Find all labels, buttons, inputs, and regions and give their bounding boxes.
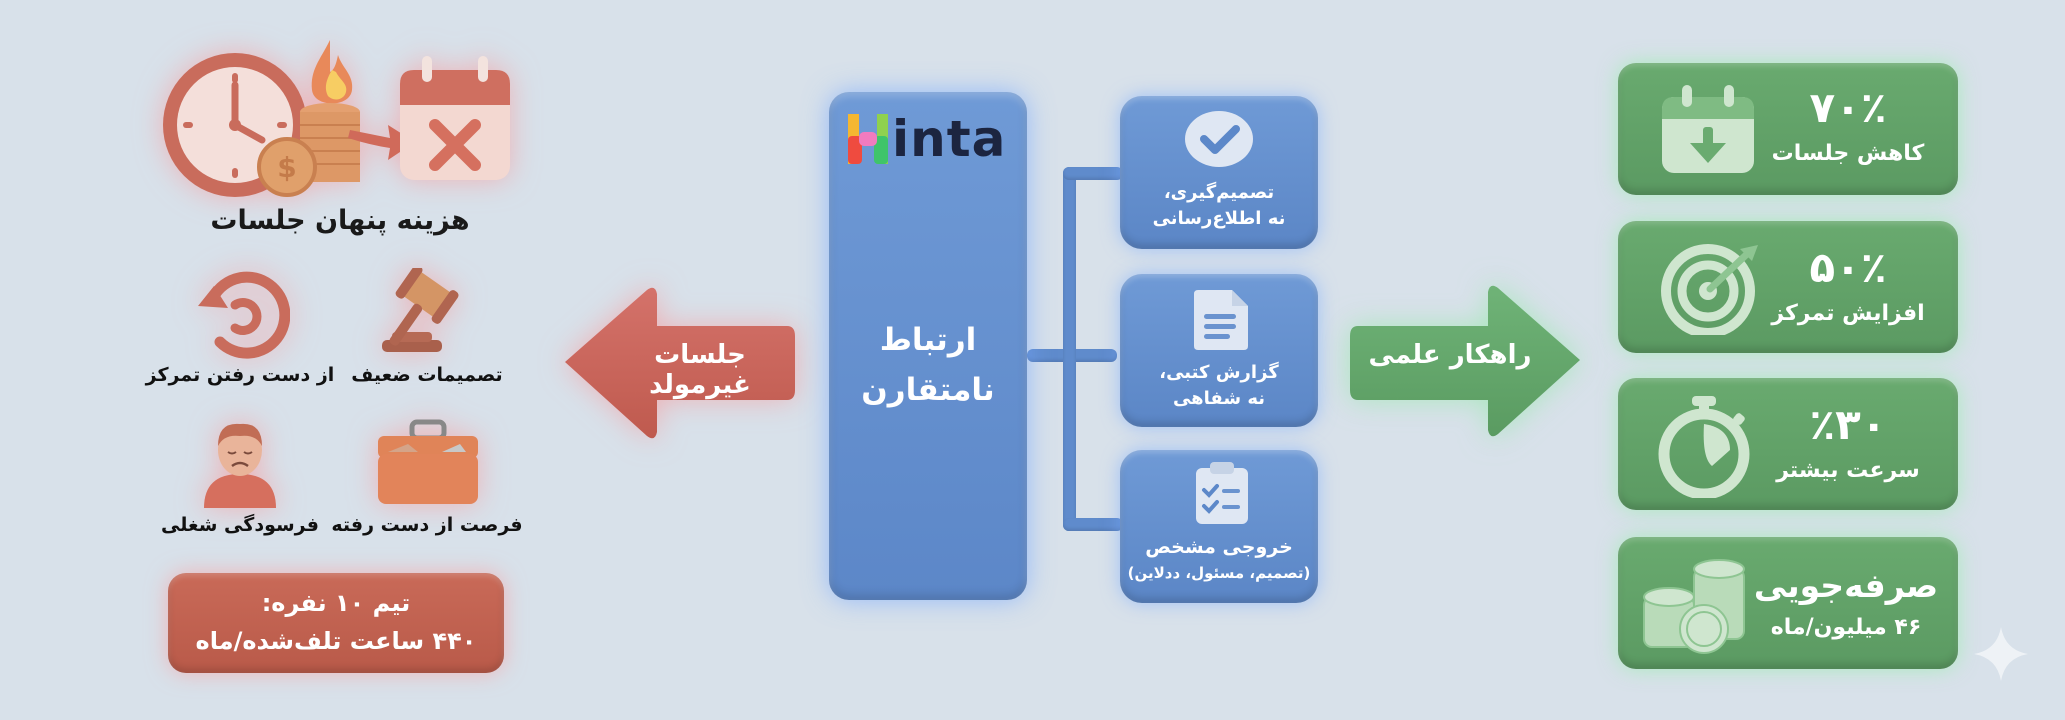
result-value-speed: ٪۳۰: [1809, 400, 1887, 449]
feature-text-clear-output: خروجی مشخص (تصمیم، مسئول، ددلاین): [1127, 536, 1311, 582]
team-cost-box: تیم ۱۰ نفره: ۴۴۰ ساعت تلف‌شده/ماه: [168, 573, 504, 673]
core-title: ارتباط نامتقارن: [829, 315, 1027, 415]
connector-vertical: [1063, 167, 1076, 531]
arrow-right-icon: [348, 125, 415, 160]
core-box: [829, 92, 1027, 600]
tired-person-icon: [204, 423, 276, 508]
result-value-savings: صرفه‌جویی: [1753, 566, 1939, 605]
connector-top: [1063, 167, 1123, 180]
arrow-left-icon: [565, 287, 795, 439]
issue-label-lost-focus: از دست رفتن تمرکز: [145, 364, 335, 386]
checklist-clipboard-icon: [1196, 462, 1248, 524]
feature-text-written: گزارش کتبی، نه شفاهی: [1159, 362, 1279, 409]
hinta-logo: inta: [848, 110, 1006, 168]
result-value-fewer-meetings: ۷۰٪: [1809, 83, 1887, 132]
sparkle-icon: [1974, 627, 2028, 681]
issue-label-missed-opportunity: فرصت از دست رفته: [331, 514, 523, 536]
scientific-solution-label: راهکار علمی: [1368, 340, 1532, 370]
calendar-cancel-icon: [400, 56, 510, 180]
open-briefcase-icon: [378, 419, 478, 504]
issue-label-weak-decisions: تصمیمات ضعیف: [351, 364, 503, 386]
svg-text:$: $: [277, 151, 296, 184]
result-label-speed: سرعت بیشتر: [1776, 458, 1920, 483]
unproductive-meetings-label: جلسات غیرمولد: [649, 340, 751, 400]
feature-card-written-report: گزارش کتبی، نه شفاهی: [1120, 274, 1318, 427]
core-title-line2: نامتقارن: [861, 372, 995, 408]
team-cost-line2: ۴۴۰ ساعت تلف‌شده/ماه: [195, 627, 477, 655]
result-label-savings: ۴۶ میلیون/ماه: [1770, 615, 1922, 640]
calendar-down-icon: [1662, 85, 1754, 173]
result-label-fewer-meetings: کاهش جلسات: [1771, 141, 1925, 166]
result-card-focus: ۵۰٪ افزایش تمرکز: [1618, 221, 1958, 353]
result-value-focus: ۵۰٪: [1809, 243, 1887, 292]
coin-stacks-icon: [1643, 559, 1745, 654]
undo-circle-icon: [198, 271, 290, 359]
hinta-logo-mark-icon: [848, 114, 888, 164]
result-card-fewer-meetings: ۷۰٪ کاهش جلسات: [1618, 63, 1958, 195]
issue-label-burnout: فرسودگی شغلی: [161, 514, 319, 536]
team-cost-line1: تیم ۱۰ نفره:: [261, 589, 411, 617]
gavel-icon: [382, 268, 459, 352]
result-card-speed: ٪۳۰ سرعت بیشتر: [1618, 378, 1958, 510]
feature-text-decision: تصمیم‌گیری، نه اطلاع‌رسانی: [1152, 182, 1286, 229]
result-label-focus: افزایش تمرکز: [1771, 301, 1925, 326]
core-title-line1: ارتباط: [879, 322, 977, 358]
feature-card-clear-output: خروجی مشخص (تصمیم، مسئول، ددلاین): [1120, 450, 1318, 603]
feature-card-decision-making: تصمیم‌گیری، نه اطلاع‌رسانی: [1120, 96, 1318, 249]
result-card-savings: صرفه‌جویی ۴۶ میلیون/ماه: [1618, 537, 1958, 669]
hidden-cost-illustration: $: [163, 40, 510, 197]
arrow-right-icon: [1350, 285, 1580, 437]
document-icon: [1194, 290, 1248, 350]
check-circle-icon: [1185, 111, 1253, 167]
connector-bottom: [1063, 518, 1123, 531]
target-icon: [1661, 244, 1758, 335]
stopwatch-icon: [1658, 396, 1750, 498]
hinta-logo-text: inta: [892, 110, 1007, 168]
hidden-cost-title: هزینه پنهان جلسات: [210, 205, 470, 236]
